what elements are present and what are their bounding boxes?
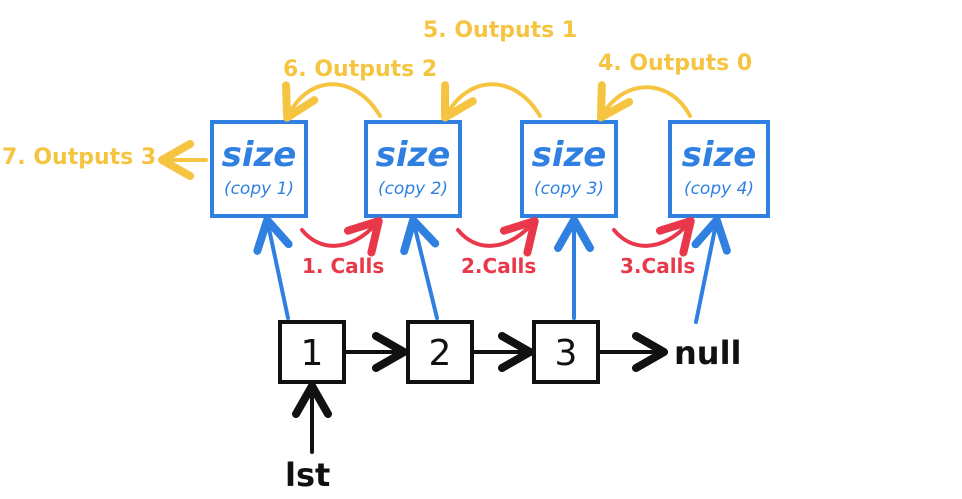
size-box-copy-label: (copy 4)	[684, 179, 754, 199]
call-label-3: 3.Calls	[620, 254, 695, 278]
output-label-5: 5. Outputs 1	[423, 18, 577, 43]
size-box-copy-label: (copy 2)	[378, 179, 448, 199]
list-node-3: 3	[532, 320, 600, 384]
output-label-4: 4. Outputs 0	[598, 51, 752, 76]
list-node-1: 1	[278, 320, 346, 384]
size-box-title: size	[222, 135, 297, 175]
size-box-title: size	[376, 135, 451, 175]
size-box-copy-4: size (copy 4)	[668, 120, 770, 218]
lst-label: lst	[285, 456, 330, 494]
list-node-2: 2	[406, 320, 474, 384]
pointer-arrow-null	[691, 216, 731, 324]
pointer-arrow-node-2	[400, 216, 440, 320]
node-value: 2	[429, 333, 452, 374]
call-arrow-2	[456, 217, 539, 257]
null-label: null	[674, 334, 742, 372]
size-box-title: size	[532, 135, 607, 175]
output-arrow-5	[441, 81, 542, 122]
output-arrow-4	[596, 81, 692, 122]
call-label-1: 1. Calls	[302, 254, 384, 278]
size-box-copy-1: size (copy 1)	[210, 120, 308, 218]
node-value: 1	[301, 333, 324, 374]
node-value: 3	[555, 333, 578, 374]
size-box-copy-label: (copy 3)	[534, 179, 604, 199]
size-box-copy-3: size (copy 3)	[520, 120, 618, 218]
call-arrow-1	[300, 217, 383, 257]
call-label-2: 2.Calls	[461, 254, 536, 278]
size-box-copy-label: (copy 1)	[224, 179, 294, 199]
call-arrow-3	[612, 217, 695, 257]
output-label-7: 7. Outputs 3	[2, 145, 156, 170]
size-box-copy-2: size (copy 2)	[364, 120, 462, 218]
output-label-6: 6. Outputs 2	[283, 57, 437, 82]
output-arrow-6	[282, 81, 382, 122]
size-box-title: size	[682, 135, 757, 175]
pointer-arrow-node-1	[253, 216, 293, 320]
